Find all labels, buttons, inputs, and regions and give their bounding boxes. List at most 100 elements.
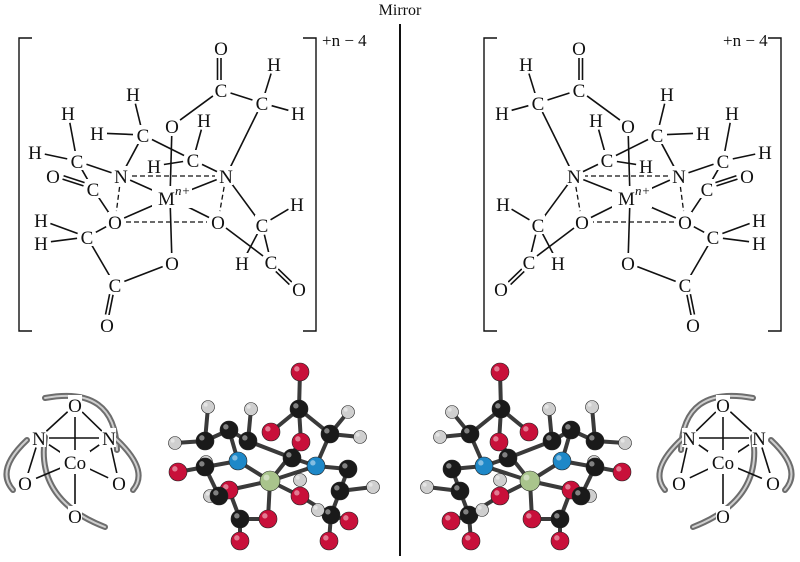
octahedron-edge (45, 411, 69, 432)
bond (270, 208, 289, 221)
atom-mask (32, 428, 46, 447)
double-bond-line (63, 175, 85, 184)
ball-highlight (556, 455, 562, 461)
h-b2-atom-label: H (147, 157, 161, 178)
bond (163, 160, 184, 166)
o-lower-atom-label: O (165, 254, 179, 275)
ball-highlight (464, 428, 470, 434)
chelate-ring-highlight (770, 439, 793, 491)
ball-highlight (565, 424, 571, 430)
atom-mask (572, 80, 586, 99)
o-r-atom-label: O (672, 474, 686, 495)
atom-mask (165, 253, 179, 272)
n-l-atom-label: N (752, 429, 766, 450)
bond (686, 294, 692, 316)
metal-ion-charge: n+ (635, 183, 650, 198)
hydrogen-atom-ball (475, 503, 489, 517)
carbon-atom-ball (498, 448, 518, 468)
octahedron-edge (110, 447, 118, 474)
c-f-atom-label: C (256, 216, 269, 237)
bracket-right (483, 37, 497, 332)
atom-mask (672, 166, 686, 185)
atom-mask (758, 142, 772, 161)
o-l-atom-label: O (18, 474, 32, 495)
atom-mask (752, 233, 766, 252)
oxygen-atom-ball (168, 462, 188, 482)
bond (50, 222, 78, 235)
bond (194, 129, 203, 151)
h-e1-atom-label: H (34, 211, 48, 232)
ball-highlight (355, 432, 360, 437)
carbon-atom-ball (459, 505, 479, 525)
atom-mask (108, 212, 122, 231)
bracket-right (303, 37, 317, 332)
bond (169, 135, 173, 189)
bond (530, 234, 537, 253)
atom-mask (621, 253, 635, 272)
structural-formula-right-geometry (483, 37, 782, 332)
o-l-atom-label: O (766, 474, 780, 495)
octahedron-edge (761, 447, 771, 474)
carbon-atom-ball (320, 424, 340, 444)
bond (230, 92, 253, 101)
c-c-atom-label: C (71, 152, 84, 173)
bond (658, 103, 666, 126)
bond (86, 163, 112, 174)
c-a-atom-label: C (137, 126, 150, 147)
o-left-co-atom-label: O (46, 167, 60, 188)
atom-mask (551, 253, 565, 272)
n-right-atom-label: N (567, 167, 581, 188)
bond (637, 265, 676, 283)
n-left-atom-label: N (672, 167, 686, 188)
o-bottom-atom-label: O (686, 316, 700, 337)
bond (693, 226, 705, 233)
carbon-atom-ball (209, 486, 229, 506)
bond (50, 237, 78, 243)
octahedron-edge (81, 411, 103, 432)
ball-highlight (502, 452, 508, 458)
hydrogen-atom-ball (311, 503, 325, 517)
chelate-ring-highlight (692, 436, 756, 528)
ball-highlight (294, 366, 300, 372)
h-a2-atom-label: H (696, 124, 710, 145)
atom-mask (264, 252, 278, 271)
ball-highlight (493, 436, 499, 442)
c-top2-atom-label: C (256, 94, 269, 115)
atom-mask (716, 506, 730, 525)
metal-ion-label: M (618, 189, 635, 210)
h-f2-atom-label: H (551, 254, 565, 275)
coordination-dash (115, 186, 121, 212)
h-e1-atom-label: H (752, 211, 766, 232)
bond (536, 227, 575, 257)
oxygen-atom-ball (290, 486, 310, 506)
bond (528, 73, 536, 94)
hydrogen-atom-ball (445, 405, 459, 419)
ball-highlight (494, 490, 500, 496)
ball-and-stick-model-left (168, 362, 380, 551)
h-a1-atom-label: H (660, 85, 674, 106)
h-f2-atom-label: H (235, 254, 249, 275)
bond (661, 143, 675, 168)
metal-atom-ball (519, 470, 541, 492)
bond (711, 169, 719, 181)
metal-mask (612, 186, 652, 208)
o-r-atom-label: O (112, 474, 126, 495)
o-bot-atom-label: O (716, 507, 730, 528)
h-a1-atom-label: H (126, 85, 140, 106)
ball-highlight (262, 513, 268, 519)
metal-mask (152, 186, 192, 208)
oxygen-atom-ball (339, 511, 359, 531)
carbon-atom-ball (460, 424, 480, 444)
atom-mask (740, 166, 754, 185)
h-b1-atom-label: H (589, 111, 603, 132)
atom-mask (108, 275, 122, 294)
ball-highlight (199, 435, 205, 441)
h-top2-atom-label: H (495, 104, 509, 125)
atom-mask (291, 103, 305, 122)
atom-mask (28, 142, 42, 161)
atom-mask (46, 166, 60, 185)
bond (44, 153, 68, 160)
bond (201, 163, 218, 173)
bond (507, 268, 523, 283)
